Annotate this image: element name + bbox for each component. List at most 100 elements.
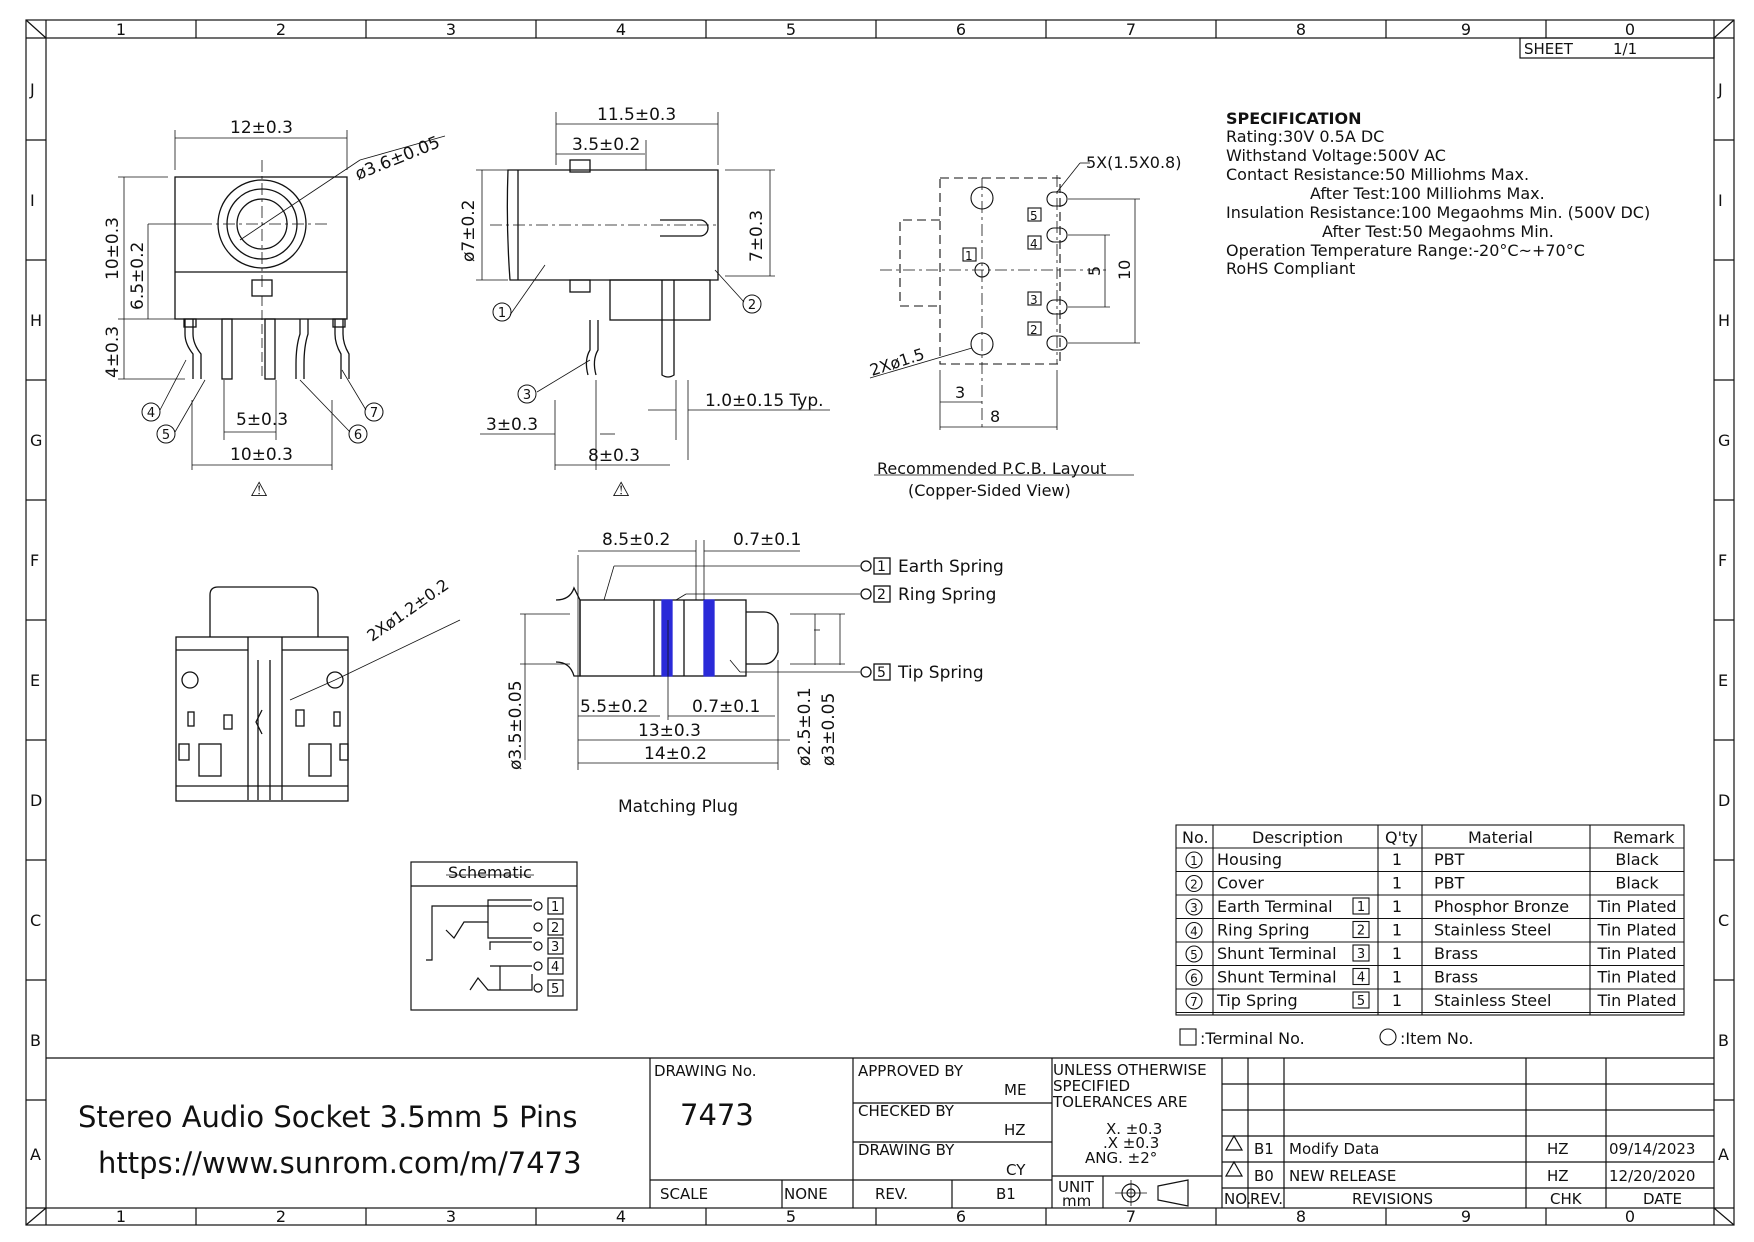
bom-head-remark: Remark [1613,828,1675,847]
tol-line-1: UNLESS OTHERWISE [1053,1061,1207,1079]
frame-row-right-D: D [1718,791,1730,810]
bom-row-term: 4 [1357,971,1365,986]
frame-row-left-G: G [30,431,42,450]
pcb-layout [869,162,1140,476]
plug-dim-25: ø2.5±0.1 [795,687,815,766]
side-dim-h: 7±0.3 [747,210,767,262]
rev-value: B1 [996,1185,1016,1203]
pcb-dim-holes: 2Xø1.5 [867,344,926,379]
frame-col-top-3: 3 [446,20,456,39]
schematic-pin-2: 2 [551,921,559,936]
front-callout-5: 5 [162,428,170,443]
frame-col-top-0: 0 [1625,20,1635,39]
plug-dim-07-top: 0.7±0.1 [733,530,801,550]
checked-label: CHECKED BY [858,1102,955,1120]
rev-label: REV. [875,1185,908,1203]
schematic-pin-4: 4 [551,960,559,975]
bom-row-qty: 1 [1392,944,1402,963]
bom-row-material: Stainless Steel [1434,991,1551,1010]
tol-line-2: SPECIFIED [1053,1077,1130,1095]
frame-col-top-1: 1 [116,20,126,39]
side-callouts [492,294,762,404]
plug-spring-5-no: 5 [877,665,886,681]
pcb-pin-1: 1 [965,249,973,263]
pcb-caption-2: (Copper-Sided View) [908,481,1071,500]
front-dim-height: 10±0.3 [103,217,123,280]
side-view-labels: 11.5±0.3 3.5±0.2 ø7±0.2 7±0.3 1.0±0.15 T… [459,105,824,501]
drawing-title: Stereo Audio Socket 3.5mm 5 Pins [78,1100,578,1134]
schematic [410,861,578,1011]
bom-row-desc: Shunt Terminal [1217,968,1337,987]
frame-col-bottom-3: 3 [446,1207,456,1226]
bom-head-no: No. [1182,828,1209,847]
outer-frame [25,19,1735,1226]
front-callout-7: 7 [370,406,378,421]
schematic-pin-5: 5 [551,982,559,997]
tol-xx: .X ±0.3 [1103,1134,1159,1152]
bom-row-desc: Shunt Terminal [1217,944,1337,963]
bom-row-material: Phosphor Bronze [1434,897,1569,916]
pcb-caption-1: Recommended P.C.B. Layout [877,459,1106,478]
rev-b0-date: 12/20/2020 [1609,1167,1695,1185]
plug-dim-35: ø3.5±0.05 [506,680,526,770]
spec-line-7: Operation Temperature Range:-20°C~+70°C [1226,241,1585,260]
bom-row-qty: 1 [1392,991,1402,1010]
unit-label: UNIT [1058,1178,1095,1196]
frame-row-left-I: I [30,191,35,210]
tol-ang: ANG. ±2° [1085,1149,1157,1167]
frame-col-top-2: 2 [276,20,286,39]
bom-row-remark: Black [1615,874,1659,893]
front-callouts [141,402,384,444]
front-dim-width: 12±0.3 [230,118,293,138]
frame-col-bottom-6: 6 [956,1207,966,1226]
bom-row-term: 5 [1357,994,1365,1009]
plug-dim-07-bot: 0.7±0.1 [692,697,760,717]
rev-head-no: NO. [1224,1190,1251,1208]
tol-line-3: TOLERANCES ARE [1052,1093,1188,1111]
bom-row-desc: Housing [1217,850,1282,869]
bom-row-term: 3 [1357,947,1365,962]
bom-row-desc: Cover [1217,874,1264,893]
bom-row-term: 2 [1357,924,1365,939]
bom-row-no: 2 [1190,878,1198,892]
bom-row-qty: 1 [1392,921,1402,940]
pcb-pin-4: 4 [1030,237,1038,251]
bom-head-qty: Q'ty [1385,828,1418,847]
rev-b0-chk: HZ [1547,1167,1569,1185]
frame-row-left-F: F [30,551,39,570]
side-dim-3: 3±0.3 [486,415,538,435]
scale-value: NONE [784,1185,828,1203]
bom-legend-item: :Item No. [1400,1029,1473,1048]
side-view [476,112,830,470]
bom-table [1175,824,1685,1046]
title-block [46,1057,1714,1208]
frame-col-top-6: 6 [956,20,966,39]
schematic-pin-1: 1 [551,900,559,915]
frame-row-right-C: C [1718,911,1729,930]
scale-label: SCALE [660,1185,708,1203]
schematic-title: Schematic [448,863,532,882]
front-warning-mark: ⚠ [250,477,268,501]
spec-line-6: After Test:50 Megaohms Min. [1322,222,1554,241]
bom-row-no: 1 [1190,854,1198,868]
rev-head-desc: REVISIONS [1352,1190,1433,1208]
frame-row-right-I: I [1718,191,1723,210]
drawing-number: 7473 [680,1098,754,1132]
pcb-labels: 5X(1.5X0.8) 2Xø1.5 5 10 3 8 5 4 1 3 2 Re… [867,153,1181,500]
front-callout-6: 6 [354,428,362,443]
frame-col-top-8: 8 [1296,20,1306,39]
sheet-value: 1/1 [1613,40,1637,58]
bom-head-material: Material [1468,828,1533,847]
frame-col-bottom-8: 8 [1296,1207,1306,1226]
title-block-text: DRAWING No. APPROVED BY ME CHECKED BY HZ… [654,40,1695,1210]
side-dim-front: 3.5±0.2 [572,135,640,155]
bom-row-remark: Tin Plated [1596,921,1676,940]
bom-row-remark: Tin Plated [1596,944,1676,963]
approved-label: APPROVED BY [858,1062,964,1080]
plug-dim-14: 14±0.2 [644,744,707,764]
drawn-label: DRAWING BY [858,1141,955,1159]
bom-row-material: Brass [1434,944,1478,963]
frame-col-bottom-5: 5 [786,1207,796,1226]
frame-row-right-A: A [1718,1145,1729,1164]
